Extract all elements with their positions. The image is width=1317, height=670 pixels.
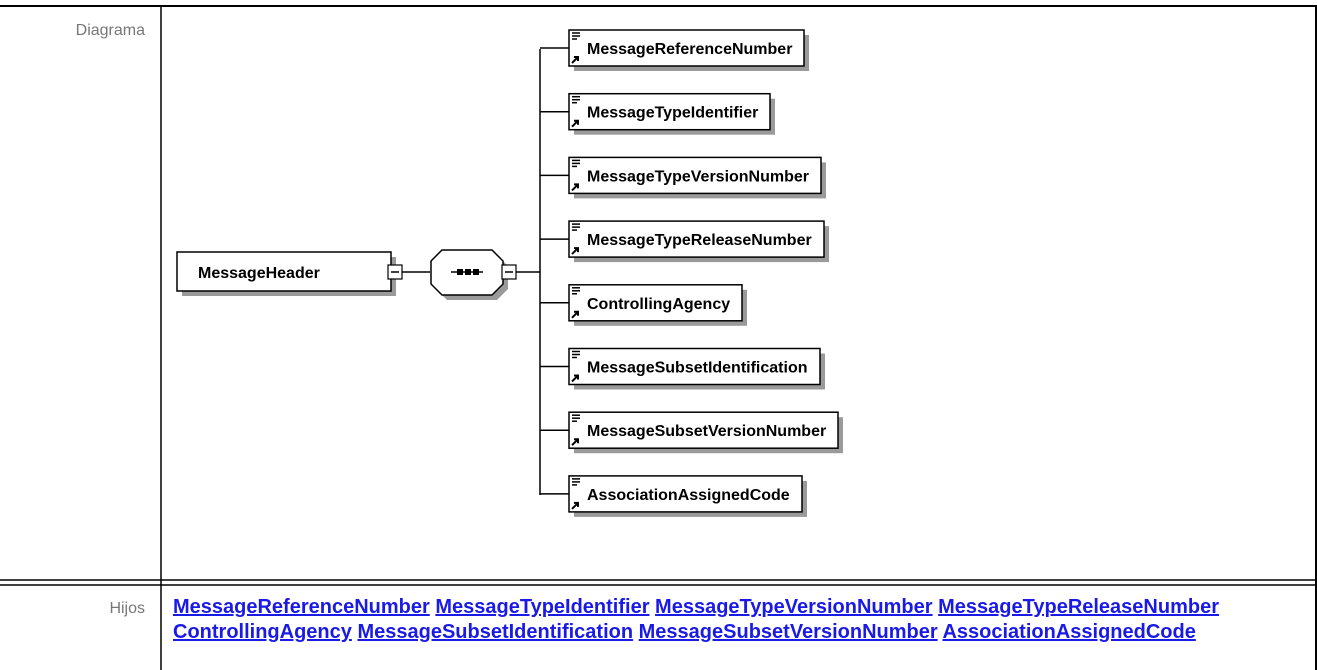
element-box	[568, 411, 839, 449]
children-links: MessageReferenceNumber MessageTypeIdenti…	[173, 595, 1273, 645]
element-box	[568, 475, 803, 513]
element-label: MessageReferenceNumber	[587, 41, 792, 58]
element-box	[568, 284, 743, 322]
element-box	[568, 347, 821, 386]
element-reference-icon	[571, 414, 580, 446]
element-node-message-subset-identification[interactable]: MessageSubsetIdentification	[540, 347, 825, 390]
child-link-message-subset-version-number[interactable]: MessageSubsetVersionNumber	[638, 621, 938, 643]
element-label: MessageSubsetIdentification	[587, 360, 808, 377]
child-elements-group: MessageReferenceNumberMessageTypeIdentif…	[540, 29, 843, 517]
child-link-message-subset-identification[interactable]: MessageSubsetIdentification	[357, 621, 634, 643]
element-box	[568, 220, 825, 258]
element-label: MessageTypeVersionNumber	[587, 168, 809, 185]
child-link-message-reference-number[interactable]: MessageReferenceNumber	[173, 596, 430, 618]
element-node-message-type-identifier[interactable]: MessageTypeIdentifier	[540, 92, 775, 135]
element-reference-icon	[571, 95, 580, 128]
element-label: MessageTypeReleaseNumber	[587, 232, 812, 249]
child-link-message-type-identifier[interactable]: MessageTypeIdentifier	[435, 596, 650, 618]
sequence-collapse-toggle[interactable]	[501, 264, 517, 280]
element-box	[568, 156, 822, 195]
root-collapse-toggle[interactable]	[387, 264, 403, 280]
element-node-message-type-release-number[interactable]: MessageTypeReleaseNumber	[540, 220, 829, 263]
sequence-compositor-icon[interactable]	[430, 249, 508, 300]
element-label: MessageTypeIdentifier	[587, 105, 758, 122]
element-node-message-reference-number[interactable]: MessageReferenceNumber	[540, 29, 809, 71]
element-reference-icon	[571, 350, 580, 383]
element-label: AssociationAssignedCode	[587, 487, 790, 504]
child-link-controlling-agency[interactable]: ControllingAgency	[173, 621, 352, 643]
element-reference-icon	[571, 32, 580, 64]
root-element-label: MessageHeader	[198, 265, 320, 282]
element-node-message-type-version-number[interactable]: MessageTypeVersionNumber	[540, 156, 826, 199]
child-link-association-assigned-code[interactable]: AssociationAssignedCode	[942, 621, 1196, 643]
element-reference-icon	[571, 223, 580, 255]
child-link-message-type-release-number[interactable]: MessageTypeReleaseNumber	[938, 596, 1219, 618]
element-node-message-subset-version-number[interactable]: MessageSubsetVersionNumber	[540, 411, 843, 454]
element-node-association-assigned-code[interactable]: AssociationAssignedCode	[540, 475, 807, 517]
schema-diagram: MessageHeader MessageReferenceNumberMess…	[176, 29, 843, 517]
element-node-controlling-agency[interactable]: ControllingAgency	[540, 284, 747, 326]
root-element[interactable]: MessageHeader	[176, 251, 396, 296]
diagram-row-label: Diagrama	[75, 22, 145, 39]
element-box	[568, 29, 805, 67]
element-reference-icon	[571, 287, 580, 319]
child-link-message-type-version-number[interactable]: MessageTypeVersionNumber	[655, 596, 933, 618]
element-label: ControllingAgency	[587, 296, 730, 313]
element-label: MessageSubsetVersionNumber	[587, 423, 826, 440]
children-row-label: Hijos	[109, 600, 145, 617]
element-reference-icon	[571, 478, 580, 510]
element-reference-icon	[571, 159, 580, 192]
element-box	[568, 92, 771, 131]
